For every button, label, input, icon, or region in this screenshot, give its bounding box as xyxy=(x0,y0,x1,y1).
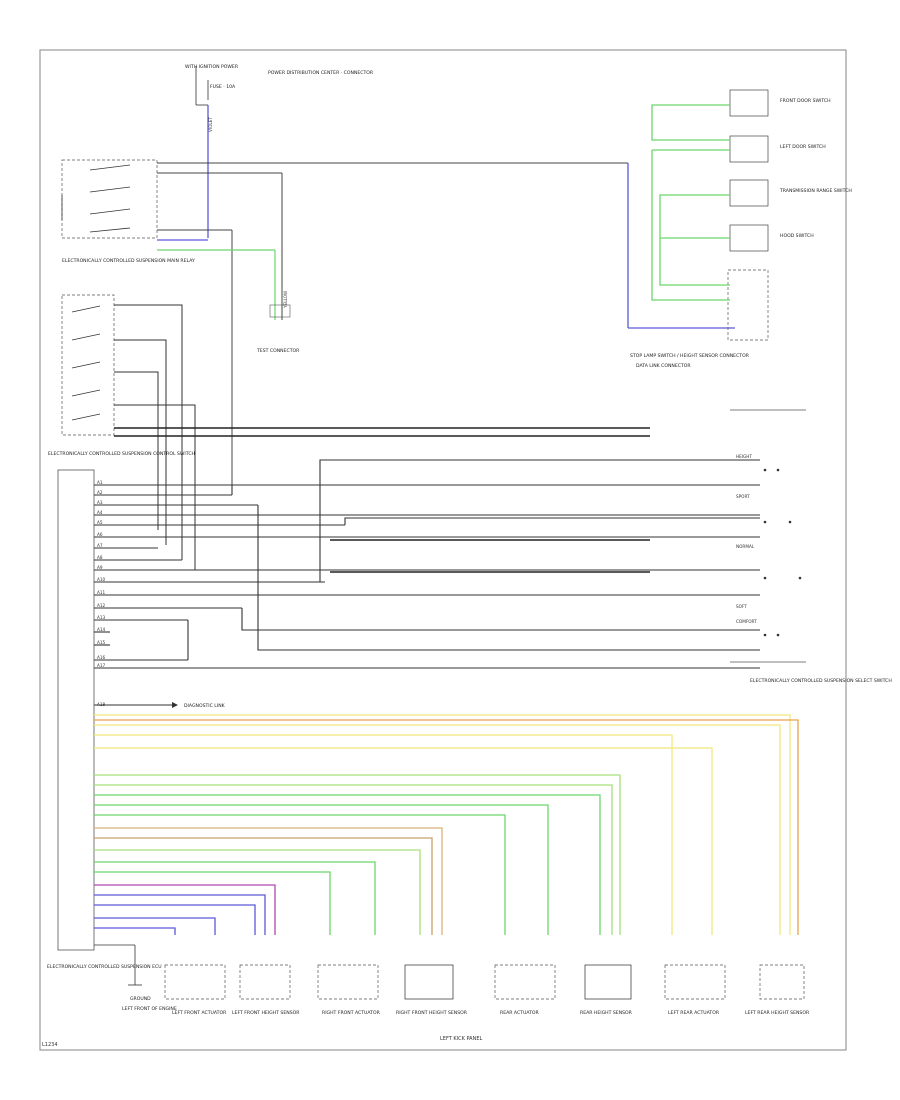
svg-text:A7: A7 xyxy=(97,543,103,548)
center-conn-wire: YELLOW xyxy=(283,291,288,309)
top-feed-note: POWER DISTRIBUTION CENTER · CONNECTOR xyxy=(268,70,374,76)
bottom-comp-3: RIGHT FRONT ACTUATOR xyxy=(322,1010,381,1016)
svg-text:A13: A13 xyxy=(97,615,106,620)
svg-text:A16: A16 xyxy=(97,655,106,660)
bottom-comp-7: LEFT REAR ACTUATOR xyxy=(668,1010,720,1016)
svg-text:A9: A9 xyxy=(97,565,103,570)
bottom-components: LEFT FRONT ACTUATOR LEFT FRONT HEIGHT SE… xyxy=(164,964,810,1016)
right-switch-1: FRONT DOOR SWITCH xyxy=(780,98,831,104)
bottom-comp-4: RIGHT FRONT HEIGHT SENSOR xyxy=(396,1010,468,1016)
diagnostic-link: DIAGNOSTIC LINK xyxy=(94,702,226,709)
right-top-green-wires xyxy=(651,104,730,301)
ecu-ground-note: LEFT FRONT OF ENGINE xyxy=(122,1006,177,1012)
corner-code: L1234 xyxy=(42,1042,58,1048)
left-mid-wires xyxy=(114,304,650,570)
ecu-ground-label: GROUND xyxy=(130,996,151,1002)
dark-bundle xyxy=(114,427,650,573)
svg-text:HEIGHT: HEIGHT xyxy=(736,454,752,459)
ecu-label: ELECTRONICALLY CONTROLLED SUSPENSION ECU xyxy=(47,964,162,970)
right-top-label: STOP LAMP SWITCH / HEIGHT SENSOR CONNECT… xyxy=(630,353,750,359)
right-switch-4: HOOD SWITCH xyxy=(780,233,814,239)
right-top-label2: DATA LINK CONNECTOR xyxy=(636,363,691,369)
ecu-block: ELECTRONICALLY CONTROLLED SUSPENSION ECU… xyxy=(47,469,177,1012)
bottom-comp-6: REAR HEIGHT SENSOR xyxy=(580,1010,633,1016)
svg-text:A4: A4 xyxy=(97,510,103,515)
right-switch-2: LEFT DOOR SWITCH xyxy=(780,144,826,150)
svg-text:A2: A2 xyxy=(97,490,103,495)
svg-text:A8: A8 xyxy=(97,555,103,560)
svg-text:A12: A12 xyxy=(97,603,106,608)
left-mid-label: ELECTRONICALLY CONTROLLED SUSPENSION CON… xyxy=(48,451,195,457)
diagnostic-label: DIAGNOSTIC LINK xyxy=(184,703,226,709)
bottom-comp-8: LEFT REAR HEIGHT SENSOR xyxy=(745,1010,810,1016)
svg-text:A14: A14 xyxy=(97,627,106,632)
bottom-comp-5: REAR ACTUATOR xyxy=(500,1010,540,1016)
top-feed-wire: VIOLET xyxy=(208,117,213,132)
bottom-comp-1: LEFT FRONT ACTUATOR xyxy=(172,1010,227,1016)
top-feed-sub: FUSE · 10A xyxy=(210,84,236,90)
left-control-switch: ELECTRONICALLY CONTROLLED SUSPENSION CON… xyxy=(48,294,195,457)
ecu-pin-labels: A1 A2 A3 A4 A5 A6 A7 A8 A9 A10 A11 A12 A… xyxy=(97,480,106,707)
left-main-relay: ELECTRONICALLY CONTROLLED SUSPENSION MAI… xyxy=(61,159,195,264)
colored-harness xyxy=(94,714,799,935)
top-feed-label: WITH IGNITION POWER xyxy=(185,64,239,70)
bottom-comp-2: LEFT FRONT HEIGHT SENSOR xyxy=(232,1010,300,1016)
left-switch-label: ELECTRONICALLY CONTROLLED SUSPENSION MAI… xyxy=(62,258,195,264)
svg-text:A15: A15 xyxy=(97,640,106,645)
footer-text: LEFT KICK PANEL xyxy=(440,1036,483,1042)
svg-text:A17: A17 xyxy=(97,663,106,668)
ecu-to-select-wires xyxy=(94,459,760,669)
right-switch-3: TRANSMISSION RANGE SWITCH xyxy=(779,188,852,194)
svg-text:A6: A6 xyxy=(97,532,103,537)
svg-text:A5: A5 xyxy=(97,520,103,525)
svg-text:A1: A1 xyxy=(97,480,103,485)
center-conn-label: TEST CONNECTOR xyxy=(256,348,300,354)
top-power-feed: WITH IGNITION POWER FUSE · 10A POWER DIS… xyxy=(185,64,374,238)
svg-text:SOFT: SOFT xyxy=(736,604,747,609)
svg-text:A10: A10 xyxy=(97,577,106,582)
right-top-switches: FRONT DOOR SWITCH LEFT DOOR SWITCH TRANS… xyxy=(630,89,852,369)
right-select-switch: HEIGHT SPORT NORMAL SOFT COMFORT ELECTRO… xyxy=(730,454,892,684)
svg-text:SPORT: SPORT xyxy=(736,494,750,499)
svg-text:NORMAL: NORMAL xyxy=(736,544,755,549)
svg-text:A3: A3 xyxy=(97,500,103,505)
right-mid-block-label: ELECTRONICALLY CONTROLLED SUSPENSION SEL… xyxy=(750,678,892,684)
test-connector: TEST CONNECTOR YELLOW xyxy=(256,291,300,354)
diagram-frame xyxy=(39,49,847,1051)
svg-text:COMFORT: COMFORT xyxy=(736,619,757,624)
svg-text:A18: A18 xyxy=(97,702,106,707)
svg-text:A11: A11 xyxy=(97,590,106,595)
